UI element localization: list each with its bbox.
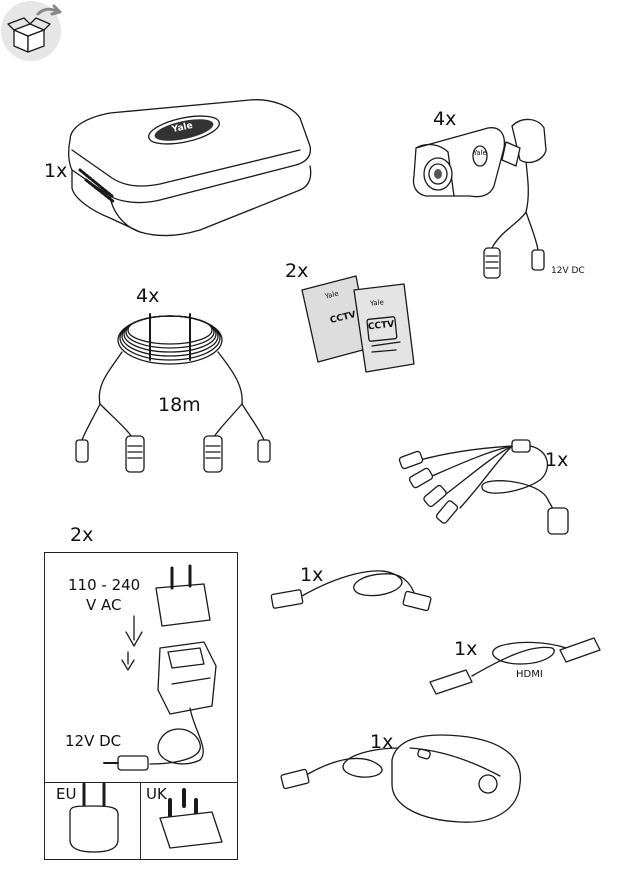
- uk-plug-illustration: [159, 788, 223, 849]
- coaxial-cable-illustration: [75, 313, 271, 473]
- plug-uk-label: UK: [146, 785, 167, 803]
- plug-eu-label: EU: [56, 785, 77, 803]
- adapter-box-divider-horizontal: [44, 782, 238, 784]
- camera-brand: Yale: [473, 149, 487, 157]
- adapter-input-unit: V AC: [86, 596, 122, 614]
- power-adapter-illustration: [103, 564, 217, 771]
- cable-qty: 4x: [136, 285, 160, 307]
- hdmi-cable-illustration: [429, 637, 601, 695]
- recorder-illustration: [68, 99, 312, 237]
- mouse-qty: 1x: [370, 731, 394, 753]
- open-box-icon: [1, 1, 62, 61]
- adapter-output: 12V DC: [65, 732, 122, 750]
- power-splitter-illustration: [398, 439, 569, 535]
- cable-length: 18m: [158, 394, 201, 416]
- splitter-qty: 1x: [545, 449, 569, 471]
- recorder-qty: 1x: [44, 160, 68, 182]
- hdmi-label: HDMI: [516, 669, 543, 680]
- camera-illustration: [412, 118, 547, 279]
- adapter-qty: 2x: [70, 524, 94, 546]
- stickers-illustration: [301, 275, 415, 373]
- network-cable-qty: 1x: [300, 564, 324, 586]
- network-cable-illustration: [270, 570, 432, 612]
- camera-qty: 4x: [433, 108, 457, 130]
- camera-power-label: 12V DC: [551, 266, 585, 276]
- sticker-2-brand: Yale: [369, 298, 385, 308]
- adapter-input-range: 110 - 240: [68, 576, 141, 594]
- hdmi-cable-qty: 1x: [454, 638, 478, 660]
- mouse-illustration: [280, 734, 522, 823]
- adapter-box: [44, 552, 238, 860]
- eu-plug-illustration: [69, 782, 119, 853]
- stickers-qty: 2x: [285, 260, 309, 282]
- adapter-box-divider-vertical: [140, 782, 142, 860]
